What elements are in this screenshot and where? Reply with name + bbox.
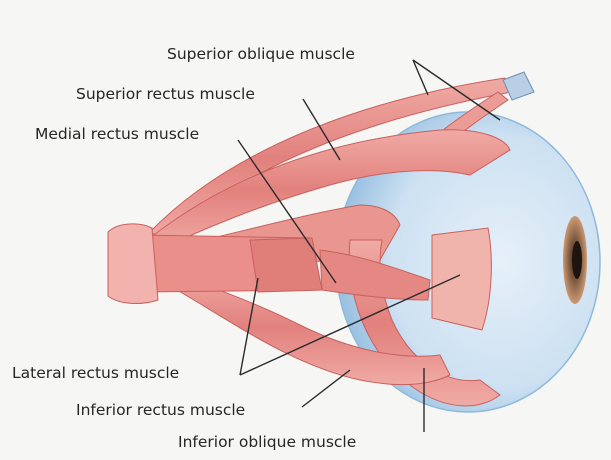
label-inferior-oblique-muscle: Inferior oblique muscle: [178, 433, 356, 451]
label-superior-oblique-muscle: Superior oblique muscle: [167, 45, 355, 63]
label-inferior-rectus-muscle: Inferior rectus muscle: [76, 401, 245, 419]
annulus-of-zinn: [108, 224, 158, 304]
label-medial-rectus-muscle: Medial rectus muscle: [35, 125, 199, 143]
label-superior-rectus-muscle: Superior rectus muscle: [76, 85, 255, 103]
pupil: [572, 241, 582, 279]
muscle-insertion-patch: [432, 228, 491, 330]
trochlea-shape: [503, 72, 534, 100]
leader-inferior-rectus: [302, 370, 350, 407]
label-lateral-rectus-muscle: Lateral rectus muscle: [12, 364, 179, 382]
